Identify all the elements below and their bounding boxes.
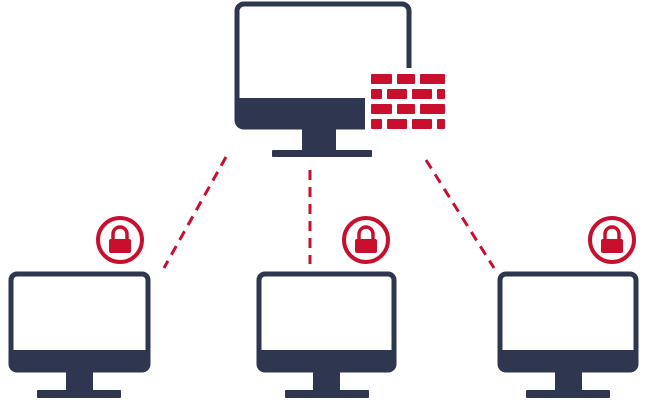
client-monitor-left-icon — [8, 271, 151, 398]
firewall-brick-icon — [365, 68, 451, 136]
client-monitor-right-icon — [497, 271, 639, 398]
connection-line-right — [424, 159, 496, 269]
padlock-icon — [342, 216, 390, 264]
client-monitor-center-icon — [256, 271, 397, 398]
connection-line-left — [162, 156, 228, 269]
padlock-icon — [96, 216, 144, 264]
padlock-icon — [588, 216, 636, 264]
